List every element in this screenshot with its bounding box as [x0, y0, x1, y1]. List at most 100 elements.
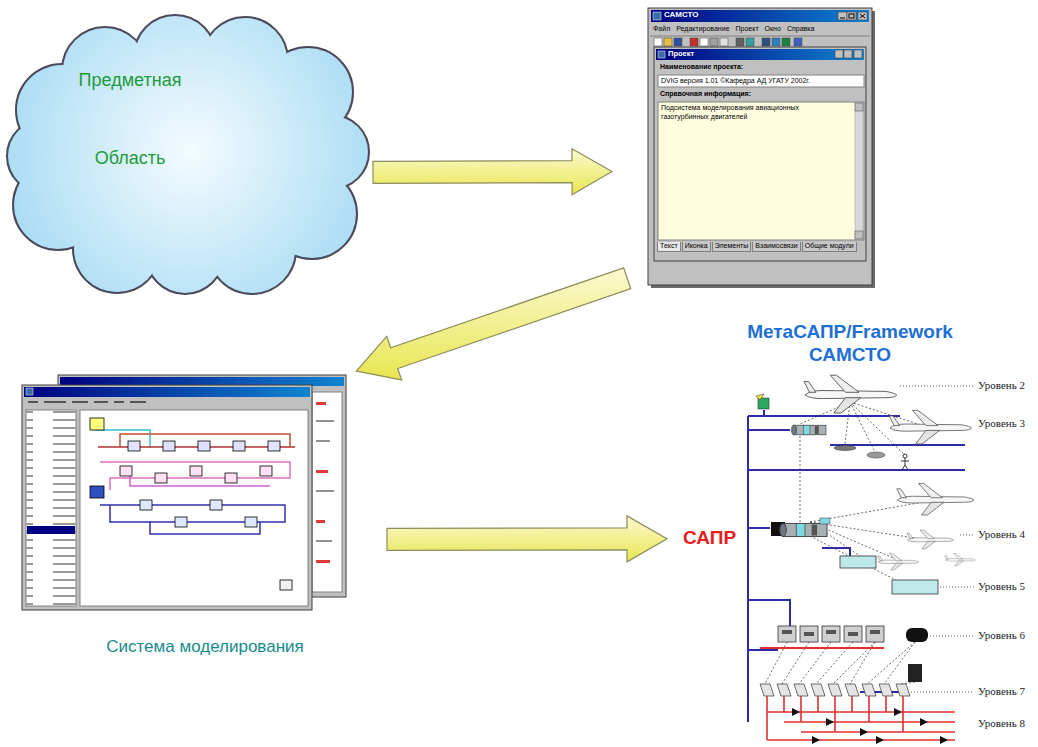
cad-tree [782, 630, 792, 634]
app-window-screenshot [656, 49, 864, 60]
cad-tree [896, 684, 910, 696]
field-label: Наименование проекта: [660, 63, 743, 71]
modeling-screenshot [94, 401, 108, 403]
modeling-screenshot [24, 387, 310, 397]
cad-tree [889, 410, 971, 444]
node-caption: САПР [683, 527, 753, 549]
app-window-screenshot [654, 47, 866, 261]
cad-tree [756, 394, 764, 400]
menu-item: Редактирование [676, 25, 729, 33]
level-label: Уровень 3 [978, 417, 1025, 430]
menu-item: Окно [765, 25, 781, 33]
level-label: Уровень 2 [978, 379, 1025, 392]
cad-tree [800, 626, 818, 642]
tab-label: Иконка [682, 242, 711, 252]
modeling-screenshot [245, 517, 257, 527]
cad-tree [760, 647, 884, 649]
menu-item: Проект [736, 25, 759, 33]
modeling-screenshot [163, 441, 175, 451]
cad-tree [778, 626, 884, 642]
app-window-screenshot [844, 50, 852, 58]
cloud-shape [8, 16, 368, 293]
app-window-screenshot [700, 38, 708, 46]
modeling-screenshot [316, 402, 330, 563]
cad-tree [900, 386, 974, 387]
cad-tree [782, 630, 880, 636]
cad-tree [870, 630, 880, 634]
modeling-screenshot [98, 446, 295, 448]
cad-tree [748, 375, 976, 744]
cad-tree [748, 600, 790, 626]
cad-tree [767, 696, 903, 740]
cad-tree [960, 535, 974, 536]
modeling-screenshot [28, 401, 146, 403]
modeling-screenshot [26, 388, 33, 395]
tab-label: Текст [657, 242, 681, 252]
cad-tree [826, 630, 836, 634]
cad-tree [748, 410, 965, 722]
subwindow-title: Проект [668, 50, 694, 59]
modeling-screenshot [316, 440, 330, 442]
cad-tree [940, 736, 948, 744]
cad-tree [892, 580, 938, 594]
app-window-screenshot [840, 18, 845, 19]
app-window-screenshot [720, 38, 728, 46]
modeling-screenshot [316, 540, 332, 542]
modeling-screenshot [233, 441, 245, 451]
cad-tree [879, 684, 893, 696]
cad-tree [767, 739, 955, 741]
cad-tree [920, 718, 928, 726]
cad-tree [828, 684, 842, 696]
app-window-screenshot [651, 10, 869, 22]
tab-strip: ТекстИконкаЭлементыВзаимосвязиОбщие моду… [657, 242, 857, 252]
cad-tree [780, 523, 827, 536]
cad-tree-box: САПР [675, 370, 975, 745]
app-window-screenshot [654, 38, 662, 46]
level-label: Уровень 8 [978, 717, 1025, 730]
cad-tree [845, 684, 859, 696]
cad-tree [748, 410, 764, 416]
app-window-screenshot [762, 38, 770, 46]
app-window-screenshot [847, 12, 856, 20]
app-window-screenshot [736, 38, 744, 46]
modeling-screenshot [90, 418, 292, 590]
block-arrow [387, 516, 667, 562]
modeling-screenshot [128, 441, 140, 451]
cad-tree [760, 684, 910, 696]
cad-tree [905, 692, 974, 693]
modeling-screenshot [114, 401, 124, 403]
cad-tree [840, 556, 876, 568]
app-window-screenshot [674, 38, 682, 46]
app-window-screenshot [650, 36, 870, 37]
app-window-screenshot [653, 12, 661, 20]
modeling-screenshot [90, 418, 104, 430]
cad-tree [804, 632, 814, 636]
modeling-screenshot [80, 410, 308, 606]
cad-tree [804, 375, 897, 413]
field-value: DVIG версия 1.01 ©Кафедра АД УГАТУ 2002г… [661, 77, 810, 85]
modeling-screenshot [22, 375, 346, 610]
app-window-screenshot [658, 51, 665, 58]
cad-tree [876, 736, 884, 744]
cad-tree [822, 626, 840, 642]
app-window-screenshot [849, 14, 854, 18]
cad-tree [794, 684, 808, 696]
modeling-screenshot [280, 580, 292, 590]
cad-tree [747, 416, 749, 722]
window-title: САМСТО [664, 10, 699, 19]
modeling-screenshot [140, 500, 152, 510]
cad-tree [940, 587, 974, 588]
cad-tree [801, 731, 955, 733]
modeling-screenshot [95, 430, 150, 447]
cad-tree [930, 636, 974, 637]
modeling-screenshot [26, 410, 76, 606]
node-caption: Предметная Область [60, 41, 200, 197]
app-window-screenshot [651, 11, 875, 288]
cad-tree [906, 628, 928, 642]
app-window-screenshot [782, 38, 790, 46]
block-arrow [373, 149, 612, 195]
cad-tree [764, 415, 900, 417]
modeling-screenshot [100, 462, 290, 490]
cad-tree [748, 649, 778, 651]
